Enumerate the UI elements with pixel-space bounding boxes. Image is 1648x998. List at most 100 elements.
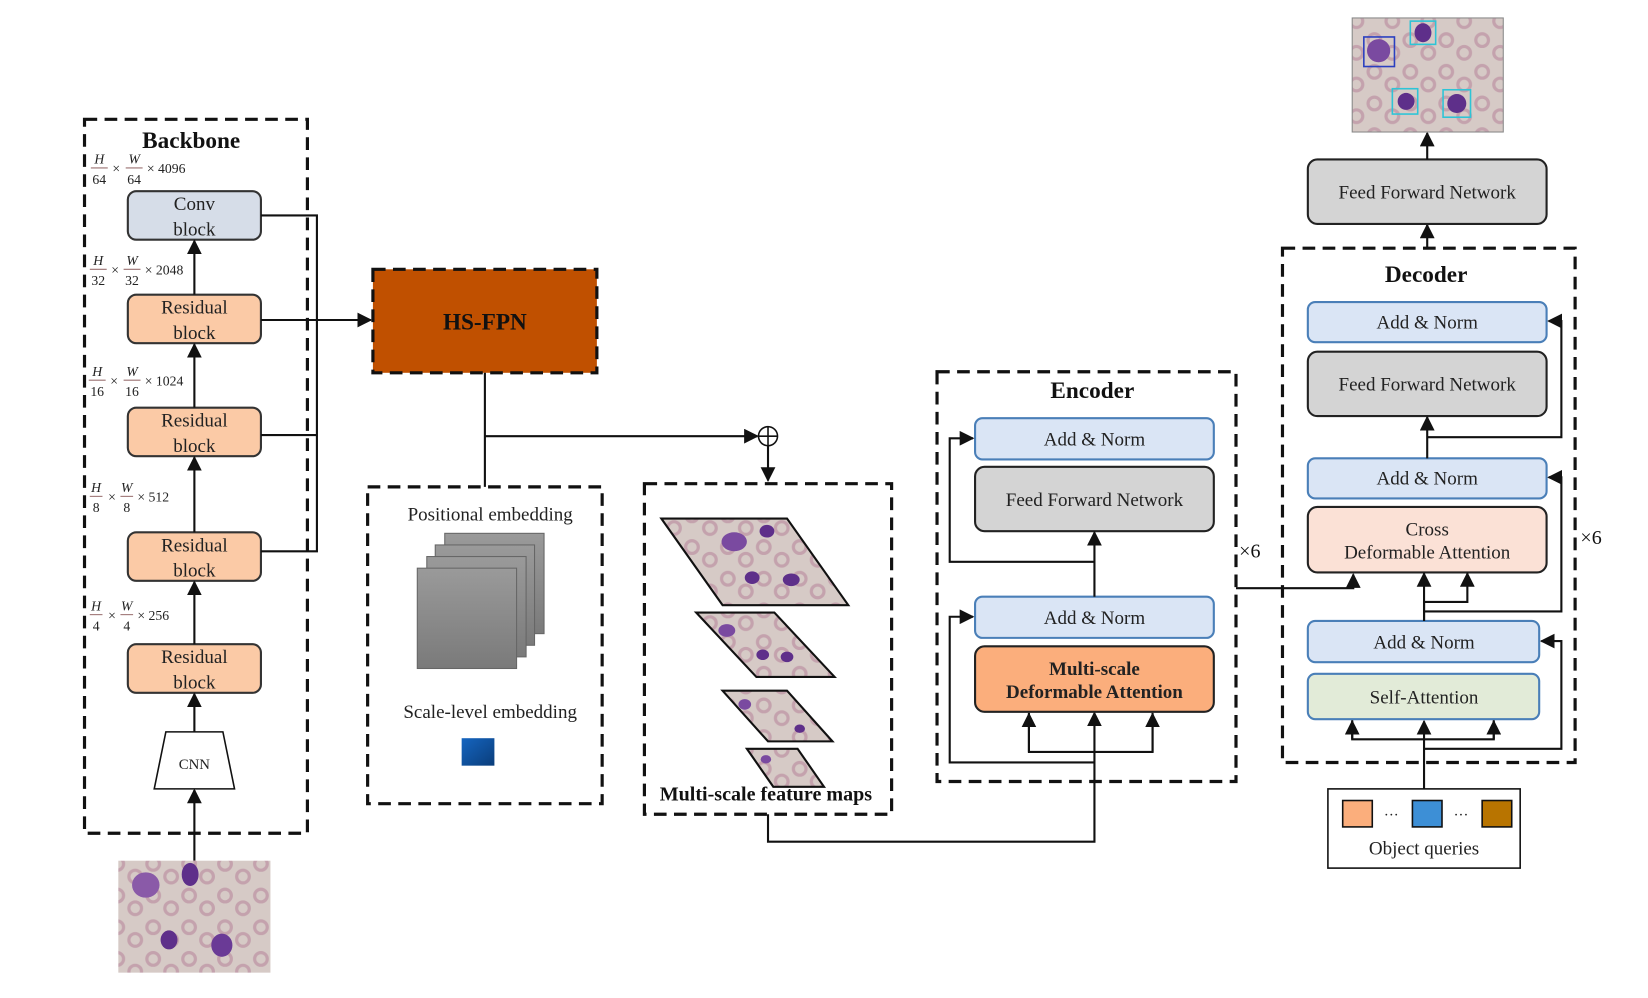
svg-text:×: × xyxy=(108,608,116,623)
dim-label-16: H 16 × W 16 × 1024 xyxy=(88,364,184,399)
object-queries-box: ··· ··· Object queries xyxy=(1327,788,1521,869)
backbone-group: Backbone H 64 × W 64 × 4096 H 32 × W 32 … xyxy=(82,117,373,861)
connector xyxy=(1422,571,1475,621)
hs-fpn-block: HS-FPN xyxy=(371,267,599,375)
svg-text:block: block xyxy=(173,323,216,344)
encoder-add-norm-top: Add & Norm xyxy=(974,417,1215,461)
svg-text:block: block xyxy=(173,220,216,241)
svg-text:W: W xyxy=(126,253,139,268)
detection-box xyxy=(1442,88,1472,119)
svg-text:Cross: Cross xyxy=(1406,519,1449,540)
svg-text:32: 32 xyxy=(91,273,105,288)
svg-text:Self-Attention: Self-Attention xyxy=(1370,687,1479,708)
svg-text:block: block xyxy=(173,673,216,694)
query-token-icon xyxy=(1411,799,1443,828)
svg-text:Add & Norm: Add & Norm xyxy=(1044,430,1146,451)
connector xyxy=(766,711,1102,843)
decoder-group: Decoder Add & Norm Feed Forward Network … xyxy=(1280,246,1602,789)
svg-text:16: 16 xyxy=(90,384,104,399)
connector xyxy=(1236,573,1361,590)
svg-text:×: × xyxy=(110,373,118,388)
encoder-repeat-label: ×6 xyxy=(1239,541,1260,563)
svg-text:× 4096: × 4096 xyxy=(147,161,186,176)
dim-label-4: H 4 × W 4 × 256 xyxy=(89,598,169,633)
svg-text:H: H xyxy=(93,152,105,167)
svg-text:Add & Norm: Add & Norm xyxy=(1377,469,1479,490)
svg-text:block: block xyxy=(173,436,216,457)
svg-text:Feed Forward Network: Feed Forward Network xyxy=(1006,490,1184,511)
connector xyxy=(1027,712,1154,753)
svg-text:×: × xyxy=(111,263,119,278)
connector xyxy=(1427,313,1563,439)
decoder-frame xyxy=(1280,246,1577,765)
svg-text:Add & Norm: Add & Norm xyxy=(1373,632,1475,653)
conv-block: Conv block xyxy=(126,190,262,241)
svg-text:W: W xyxy=(126,364,139,379)
residual-block-2: Residual block xyxy=(126,406,262,458)
residual-block-1: Residual block xyxy=(126,293,262,345)
decoder-title: Decoder xyxy=(1385,262,1468,288)
svg-text:× 256: × 256 xyxy=(137,608,169,623)
svg-text:W: W xyxy=(121,480,134,495)
backbone-frame xyxy=(82,117,309,835)
add-operator-icon xyxy=(757,425,779,447)
connector xyxy=(260,214,318,553)
encoder-group: Encoder Add & Norm Feed Forward Network … xyxy=(935,370,1261,784)
svg-text:× 512: × 512 xyxy=(137,490,169,505)
svg-text:H: H xyxy=(90,598,102,613)
svg-text:Residual: Residual xyxy=(161,535,228,556)
svg-text:block: block xyxy=(173,561,216,582)
scale-level-embedding-label: Scale-level embedding xyxy=(403,702,577,723)
embedding-frame xyxy=(366,485,604,806)
decoder-ffn: Feed Forward Network xyxy=(1306,350,1548,418)
svg-text:32: 32 xyxy=(125,273,139,288)
encoder-ffn: Feed Forward Network xyxy=(974,465,1215,533)
decoder-add-norm-3: Add & Norm xyxy=(1306,619,1541,664)
svg-text:H: H xyxy=(91,364,103,379)
encoder-add-norm-bottom: Add & Norm xyxy=(974,595,1215,639)
svg-text:4: 4 xyxy=(93,618,100,633)
svg-text:8: 8 xyxy=(123,500,130,515)
svg-text:Add & Norm: Add & Norm xyxy=(1044,608,1146,629)
decoder-repeat-label: ×6 xyxy=(1580,527,1601,549)
svg-text:CNN: CNN xyxy=(179,757,211,773)
connector xyxy=(1424,469,1563,613)
decoder-add-norm-2: Add & Norm xyxy=(1306,457,1548,500)
svg-text:Multi-scale: Multi-scale xyxy=(1049,659,1140,680)
svg-text:···: ··· xyxy=(1384,808,1399,824)
feature-maps-label: Multi-scale feature maps xyxy=(660,784,873,806)
svg-text:Add & Norm: Add & Norm xyxy=(1377,312,1479,333)
encoder-msda: Multi-scale Deformable Attention xyxy=(974,645,1215,713)
cnn-trapezoid: CNN xyxy=(153,731,236,790)
svg-text:W: W xyxy=(128,152,141,167)
svg-text:Feed Forward Network: Feed Forward Network xyxy=(1339,375,1517,396)
detection-box xyxy=(1363,36,1396,68)
backbone-title: Backbone xyxy=(142,128,240,154)
output-ffn: Feed Forward Network xyxy=(1306,158,1548,225)
decoder-self-attention: Self-Attention xyxy=(1306,672,1541,721)
positional-embedding-label: Positional embedding xyxy=(408,505,574,526)
query-token-icon xyxy=(1341,799,1374,828)
svg-text:8: 8 xyxy=(93,500,100,515)
encoder-title: Encoder xyxy=(1050,378,1134,404)
svg-text:× 1024: × 1024 xyxy=(145,373,184,388)
feature-maps-group: Multi-scale feature maps xyxy=(642,482,894,816)
connector xyxy=(1424,633,1563,750)
detection-box xyxy=(1391,87,1419,115)
query-token-icon xyxy=(1481,799,1513,828)
decoder-cross-deformable-attention: Cross Deformable Attention xyxy=(1306,505,1548,574)
svg-text:Residual: Residual xyxy=(161,647,228,668)
svg-text:H: H xyxy=(92,253,104,268)
svg-text:16: 16 xyxy=(125,384,139,399)
scale-level-embedding-icon xyxy=(461,738,495,766)
svg-text:×: × xyxy=(112,161,120,176)
connector xyxy=(948,430,1095,563)
encoder-frame xyxy=(935,370,1238,784)
svg-text:64: 64 xyxy=(92,172,106,187)
svg-text:Conv: Conv xyxy=(174,194,216,215)
input-blood-smear-image xyxy=(118,860,271,973)
decoder-add-norm-1: Add & Norm xyxy=(1306,300,1548,344)
svg-text:Residual: Residual xyxy=(161,411,228,432)
svg-text:···: ··· xyxy=(1454,808,1469,824)
